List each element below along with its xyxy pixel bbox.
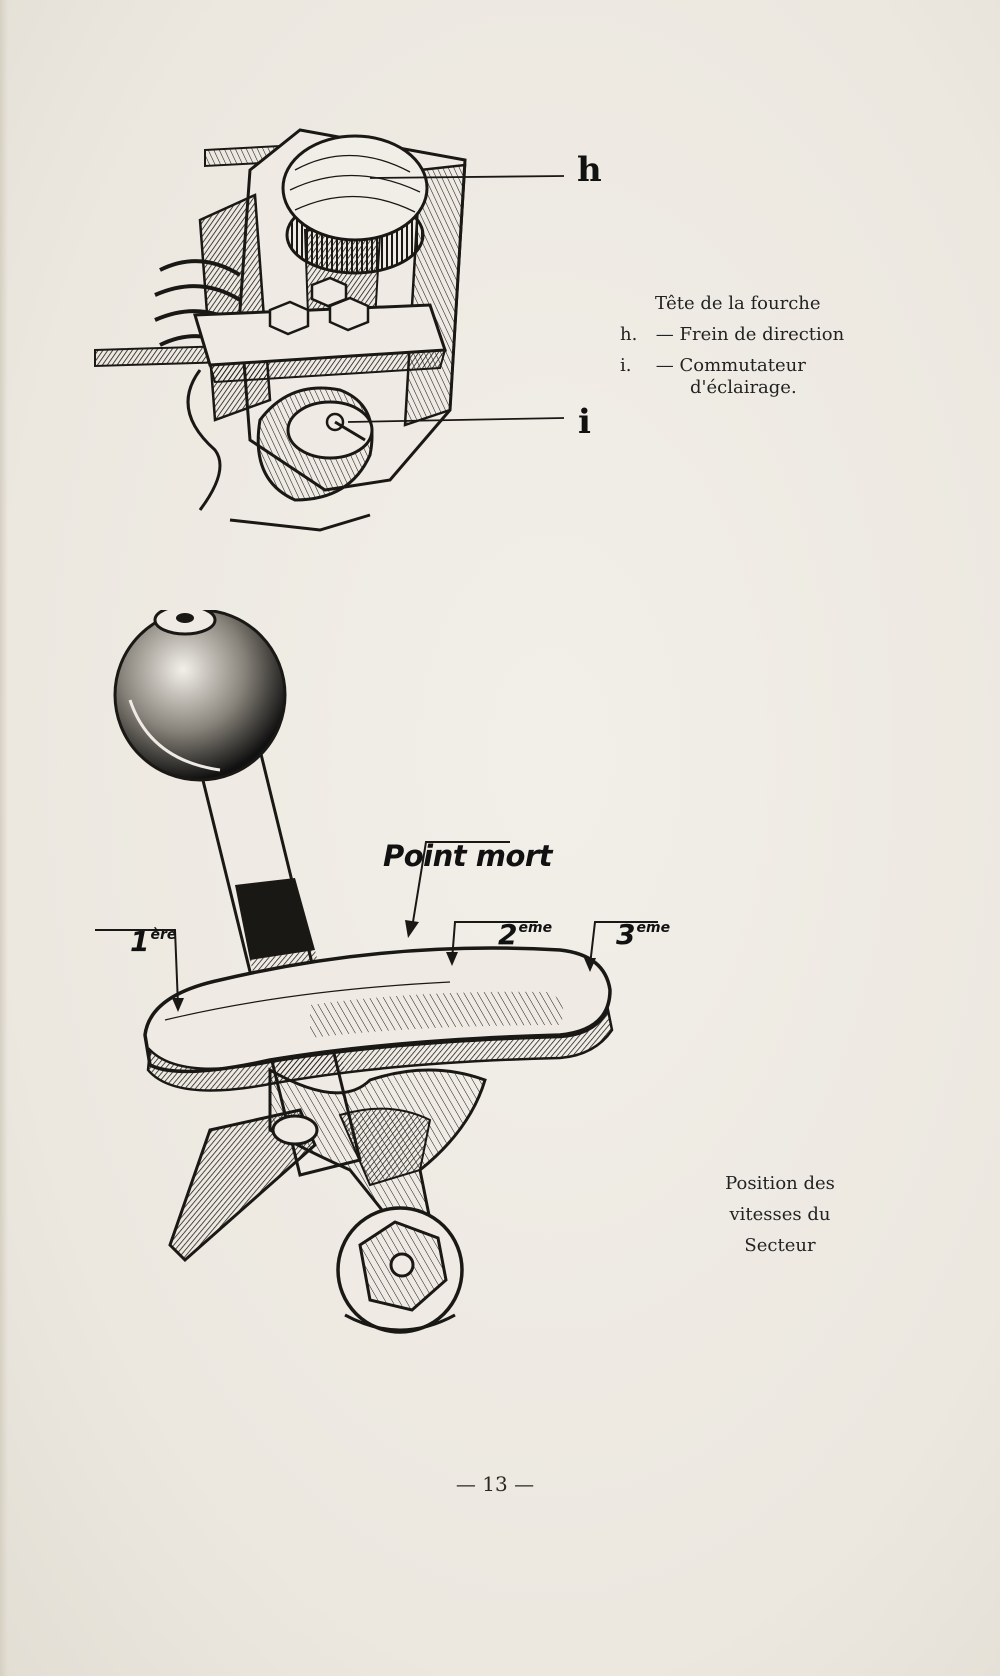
gear-lever-drawing xyxy=(95,610,658,1334)
caption-item-dash: — xyxy=(655,355,674,376)
fork-head-drawing xyxy=(94,128,565,532)
gear-lever-illustration xyxy=(90,610,710,1430)
leader-line-first xyxy=(95,929,179,1006)
callout-label-h: h xyxy=(577,150,602,190)
caption-item-i: i. — Commutateur d'éclairage. xyxy=(620,354,880,400)
caption-title: Tête de la fourche xyxy=(655,293,821,314)
caption-item-continuation: d'éclairage. xyxy=(690,377,797,398)
gear-suffix: ère xyxy=(150,927,177,943)
page-number: — 13 — xyxy=(455,1472,535,1496)
gear-numeral: 2 xyxy=(498,918,518,951)
callout-label-third-gear: 3eme xyxy=(616,918,670,951)
gear-suffix: eme xyxy=(636,920,671,936)
fork-head-illustration xyxy=(90,110,620,580)
leader-line-h xyxy=(369,175,565,179)
callout-label-neutral: Point mort xyxy=(383,839,553,873)
leader-line-second xyxy=(451,921,538,961)
caption-line: Secteur xyxy=(744,1235,816,1256)
caption-line: vitesses du xyxy=(729,1204,831,1225)
caption-item-key: i. xyxy=(620,355,632,376)
callout-label-second-gear: 2eme xyxy=(498,918,552,951)
callout-label-first-gear: 1ère xyxy=(130,925,176,958)
fork-head-caption: Tête de la fourche h. — Frein de directi… xyxy=(620,292,880,407)
leader-line-third xyxy=(589,921,658,966)
caption-item-key: h. xyxy=(620,324,638,345)
gear-numeral: 1 xyxy=(130,925,150,958)
caption-item-h: h. — Frein de direction xyxy=(620,323,880,347)
gear-suffix: eme xyxy=(518,920,553,936)
caption-item-dash: — xyxy=(655,324,674,345)
caption-item-text: Commutateur xyxy=(679,355,806,376)
leader-line-i xyxy=(347,417,565,423)
leader-line-neutral xyxy=(411,841,510,929)
gear-numeral: 3 xyxy=(616,918,636,951)
gear-sector-caption: Position des vitesses du Secteur xyxy=(690,1172,870,1265)
binding-edge xyxy=(0,0,8,1676)
callout-label-i: i xyxy=(578,402,591,442)
caption-item-text: Frein de direction xyxy=(679,324,845,345)
caption-line: Position des xyxy=(725,1173,835,1194)
